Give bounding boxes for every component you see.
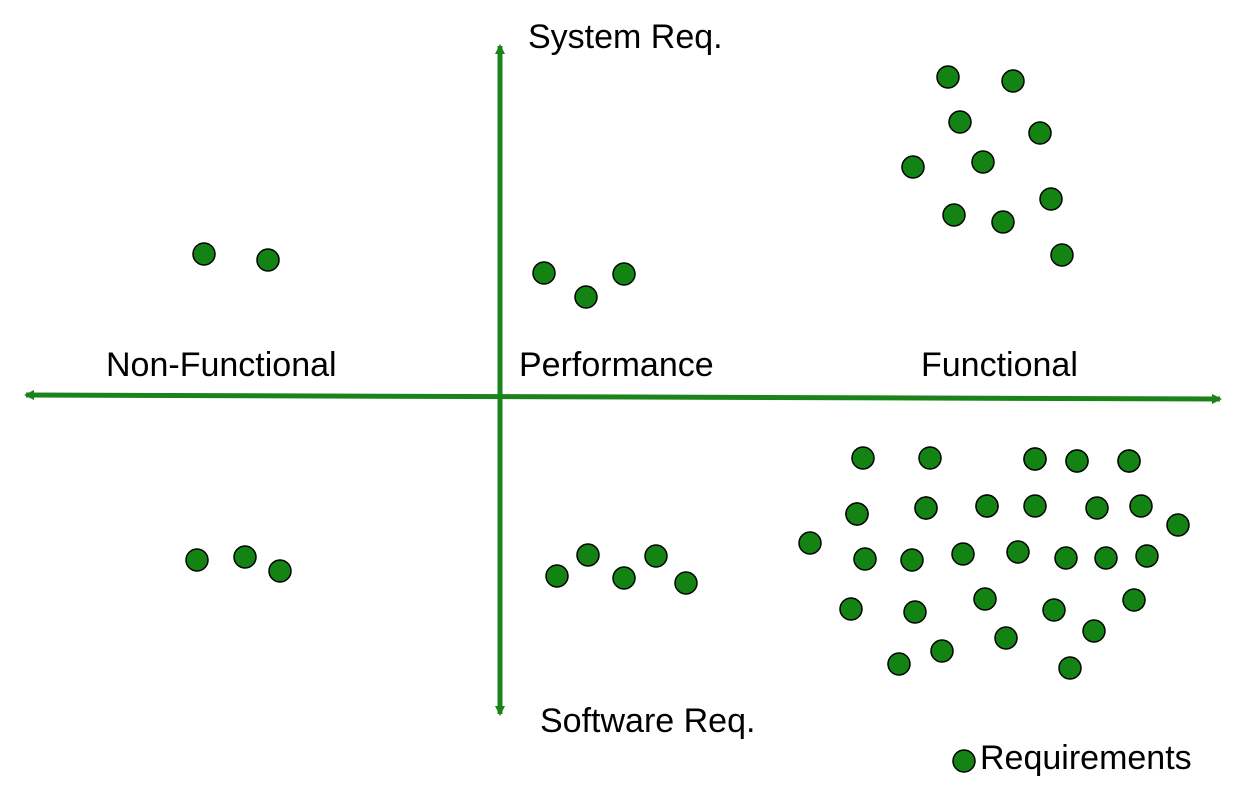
performance-label: Performance	[519, 346, 714, 384]
requirement-dot-functional-system	[901, 155, 925, 179]
requirement-dot-functional-software	[845, 502, 869, 526]
system-req-label: System Req.	[528, 18, 723, 56]
requirement-dot-performance-software	[576, 543, 600, 567]
software-req-label: Software Req.	[540, 702, 756, 740]
horizontal-axis-arrow	[24, 390, 1222, 404]
requirement-dot-performance-system	[532, 261, 556, 285]
non-functional-label: Non-Functional	[106, 346, 337, 384]
requirement-dot-functional-software	[1094, 546, 1118, 570]
requirement-dot-functional-software	[918, 446, 942, 470]
legend-label: Requirements	[980, 739, 1192, 777]
requirement-dot-functional-software	[798, 531, 822, 555]
requirement-dot-performance-system	[574, 285, 598, 309]
requirement-dot-performance-software	[644, 544, 668, 568]
requirement-dot-functional-software	[1065, 449, 1089, 473]
requirement-dot-functional-software	[930, 639, 954, 663]
requirement-dot-non-functional-system	[256, 248, 280, 272]
requirement-dot-functional-system	[1028, 121, 1052, 145]
requirement-dot-functional-software	[1006, 540, 1030, 564]
requirement-dot-functional-software	[1082, 619, 1106, 643]
requirement-dot-non-functional-system	[192, 242, 216, 266]
requirement-dot-functional-system	[1050, 243, 1074, 267]
requirement-dot-functional-system	[948, 110, 972, 134]
requirement-dot-functional-software	[1054, 546, 1078, 570]
requirement-dot-functional-software	[1023, 494, 1047, 518]
requirement-dot-performance-software	[612, 566, 636, 590]
requirement-dot-functional-system	[942, 203, 966, 227]
requirement-dot-functional-software	[1042, 598, 1066, 622]
requirement-dot-functional-software	[1058, 656, 1082, 680]
requirement-dot-non-functional-software	[233, 545, 257, 569]
requirement-dot-functional-software	[900, 548, 924, 572]
requirement-dot-functional-software	[887, 652, 911, 676]
requirement-dot-non-functional-software	[268, 559, 292, 583]
requirement-dot-functional-system	[971, 150, 995, 174]
requirement-dot-performance-system	[612, 262, 636, 286]
requirement-dot-functional-software	[1122, 588, 1146, 612]
requirement-dot-functional-software	[951, 542, 975, 566]
requirement-dot-functional-system	[991, 210, 1015, 234]
requirement-dot-functional-system	[1001, 69, 1025, 93]
requirement-dot-functional-software	[1085, 496, 1109, 520]
requirement-dot-performance-software	[545, 564, 569, 588]
requirement-dot-functional-software	[853, 547, 877, 571]
legend-dot	[952, 749, 976, 773]
requirement-dot-functional-software	[994, 626, 1018, 650]
requirement-dot-functional-system	[936, 65, 960, 89]
requirement-dot-functional-software	[1117, 449, 1141, 473]
requirement-dot-functional-software	[839, 597, 863, 621]
requirement-dot-performance-software	[674, 571, 698, 595]
requirement-dot-functional-software	[1129, 494, 1153, 518]
requirement-dot-functional-software	[851, 446, 875, 470]
requirement-dot-functional-software	[903, 600, 927, 624]
functional-label: Functional	[921, 346, 1078, 384]
requirement-dot-functional-software	[1166, 513, 1190, 537]
requirement-dot-functional-software	[1023, 447, 1047, 471]
requirement-dot-functional-software	[1135, 544, 1159, 568]
requirement-dot-functional-system	[1039, 187, 1063, 211]
requirement-dot-non-functional-software	[185, 548, 209, 572]
requirement-dot-functional-software	[973, 587, 997, 611]
requirement-dot-functional-software	[914, 496, 938, 520]
requirement-dot-functional-software	[975, 494, 999, 518]
